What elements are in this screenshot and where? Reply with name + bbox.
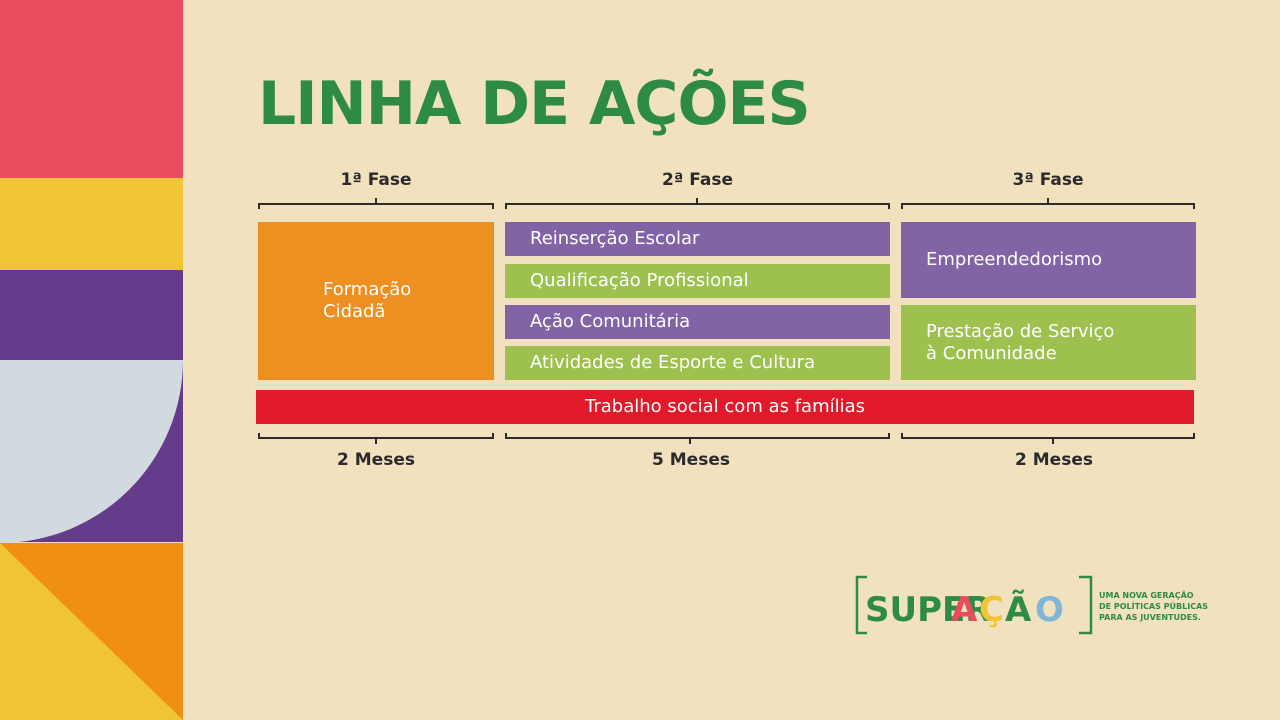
phase1-box: Formação Cidadã: [258, 222, 494, 380]
phase2-item: Reinserção Escolar: [505, 222, 890, 256]
svg-text:SUPER: SUPER: [865, 590, 991, 630]
family-work-bar: Trabalho social com as famílias: [256, 390, 1194, 424]
phase-2-duration: 5 Meses: [652, 450, 730, 470]
phase-3-duration: 2 Meses: [1015, 450, 1093, 470]
phase2-item: Atividades de Esporte e Cultura: [505, 346, 890, 380]
decorative-strip: [0, 0, 183, 720]
decorative-shapes: [0, 0, 183, 720]
phase2-item: Ação Comunitária: [505, 305, 890, 339]
phase-3-label: 3ª Fase: [1012, 170, 1084, 190]
tagline-line: DE POLÍTICAS PÚBLICAS: [1099, 602, 1209, 611]
phase3-item: Empreendedorismo: [901, 222, 1196, 298]
bracket-top-1: [258, 198, 494, 209]
bracket-top-3: [901, 198, 1195, 209]
svg-text:O: O: [1035, 590, 1064, 630]
bracket-bottom-2: [505, 433, 890, 444]
logo-tagline: UMA NOVA GERAÇÃO DE POLÍTICAS PÚBLICAS P…: [1099, 590, 1208, 623]
phase-2-label: 2ª Fase: [661, 170, 734, 190]
superacao-logo: SUPER A Ç Ã O: [855, 575, 1093, 635]
svg-text:Ã: Ã: [1005, 589, 1032, 630]
phase-1-label: 1ª Fase: [340, 170, 412, 190]
page-title: LINHA DE AÇÕES: [258, 69, 811, 139]
svg-text:Ç: Ç: [979, 590, 1004, 630]
phase2-item: Qualificação Profissional: [505, 264, 890, 298]
phase-1-duration: 2 Meses: [337, 450, 415, 470]
tagline-line: PARA AS JUVENTUDES.: [1099, 613, 1201, 622]
bracket-bottom-3: [901, 433, 1195, 444]
bracket-top-2: [505, 198, 890, 209]
phase3-item: Prestação de Serviço à Comunidade: [901, 305, 1196, 380]
svg-text:A: A: [951, 590, 978, 630]
tagline-line: UMA NOVA GERAÇÃO: [1099, 591, 1194, 600]
bracket-bottom-1: [258, 433, 494, 444]
